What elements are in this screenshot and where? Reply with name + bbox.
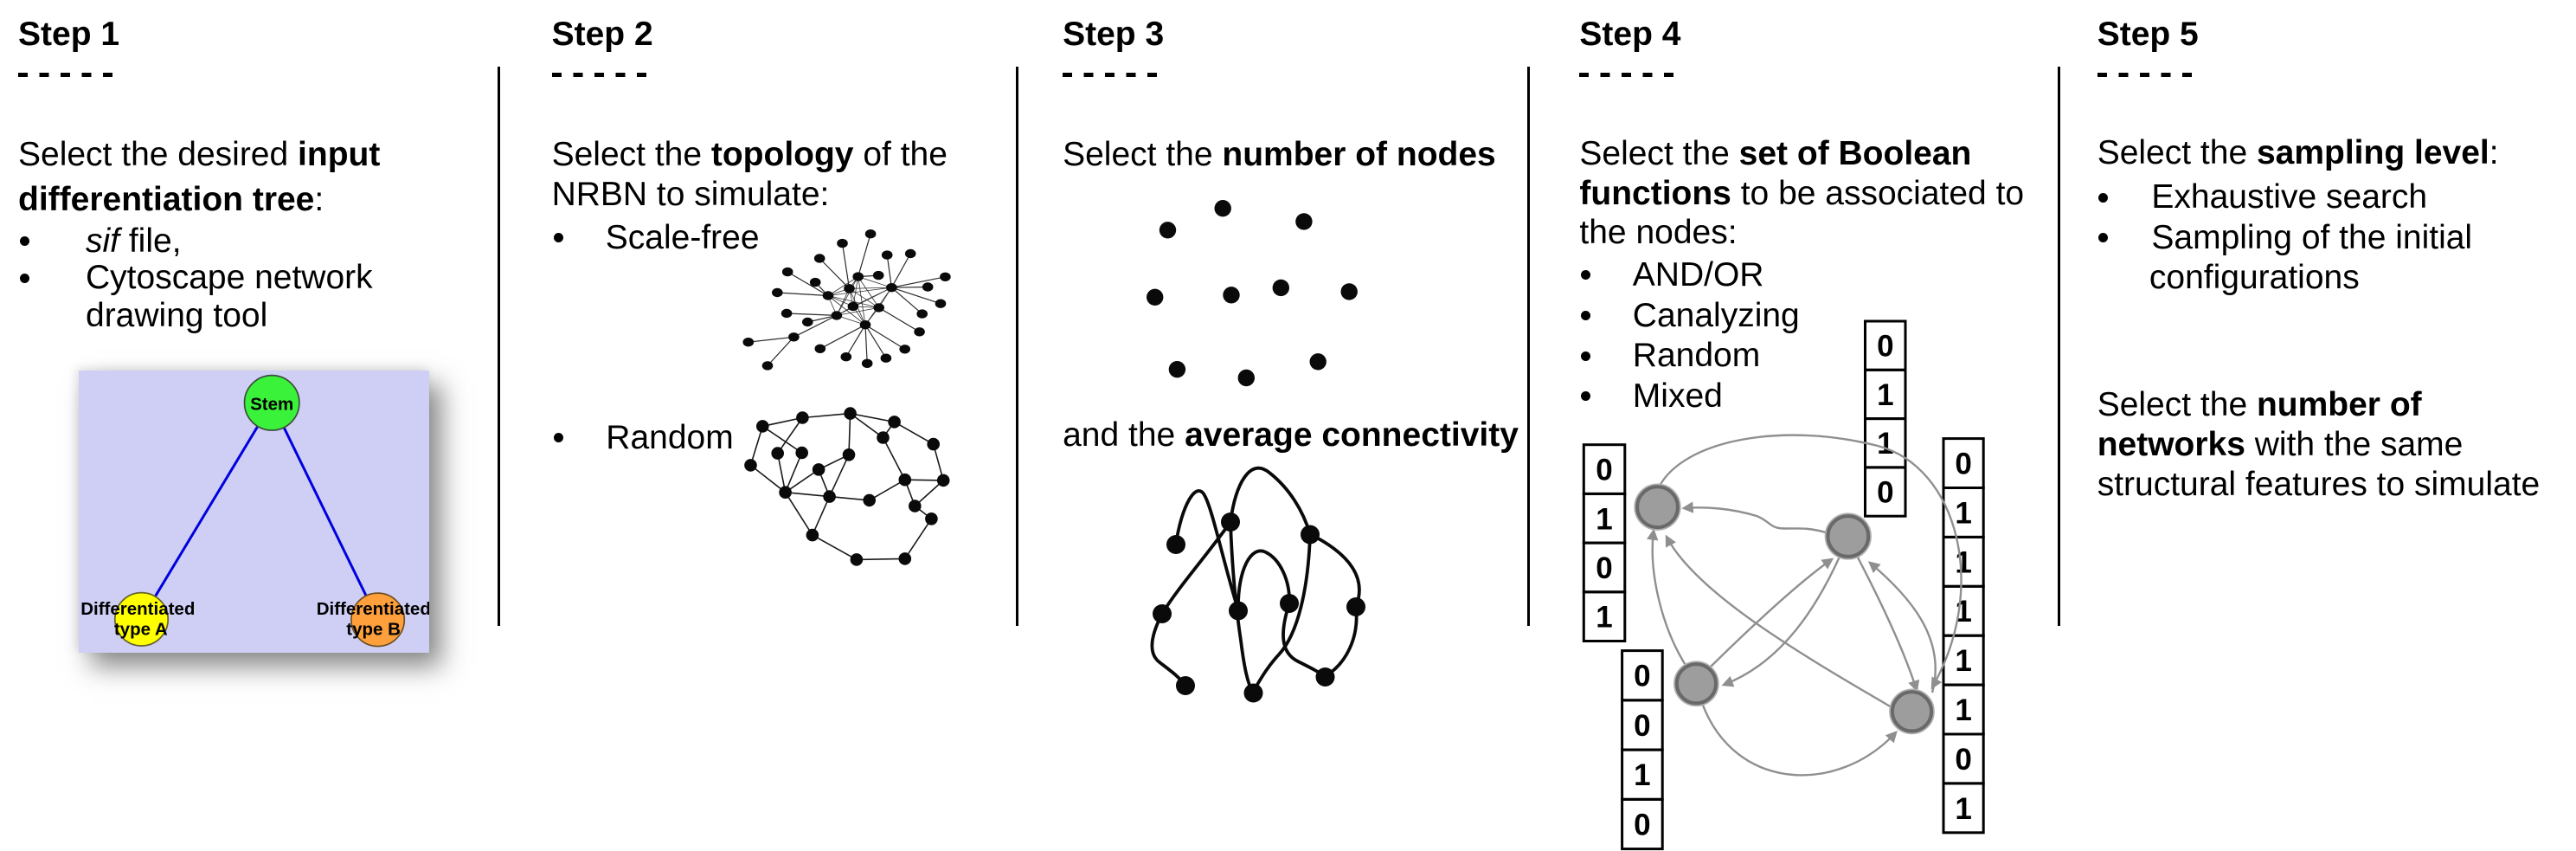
svg-text:1: 1 <box>1877 427 1893 461</box>
svg-text:1: 1 <box>1634 758 1650 792</box>
svg-text:Differentiated: Differentiated <box>317 598 429 618</box>
svg-text:1: 1 <box>1955 792 1971 826</box>
svg-text:1: 1 <box>1596 601 1612 635</box>
svg-text:0: 0 <box>1634 709 1650 743</box>
svg-text:0: 0 <box>1955 743 1971 777</box>
svg-text:1: 1 <box>1955 693 1971 727</box>
svg-text:type B: type B <box>346 619 401 639</box>
svg-text:1: 1 <box>1955 545 1971 579</box>
svg-text:1: 1 <box>1596 502 1612 536</box>
svg-text:Stem: Stem <box>250 394 293 414</box>
svg-text:1: 1 <box>1955 497 1971 531</box>
svg-text:Differentiated: Differentiated <box>80 598 195 618</box>
svg-text:0: 0 <box>1955 448 1971 481</box>
svg-text:type A: type A <box>114 619 168 639</box>
svg-text:0: 0 <box>1596 454 1612 487</box>
svg-text:0: 0 <box>1877 476 1893 510</box>
svg-text:0: 0 <box>1596 551 1612 585</box>
svg-text:1: 1 <box>1877 378 1893 412</box>
svg-text:0: 0 <box>1634 809 1650 842</box>
svg-text:0: 0 <box>1634 660 1650 693</box>
svg-text:0: 0 <box>1877 330 1893 364</box>
svg-text:1: 1 <box>1955 644 1971 678</box>
